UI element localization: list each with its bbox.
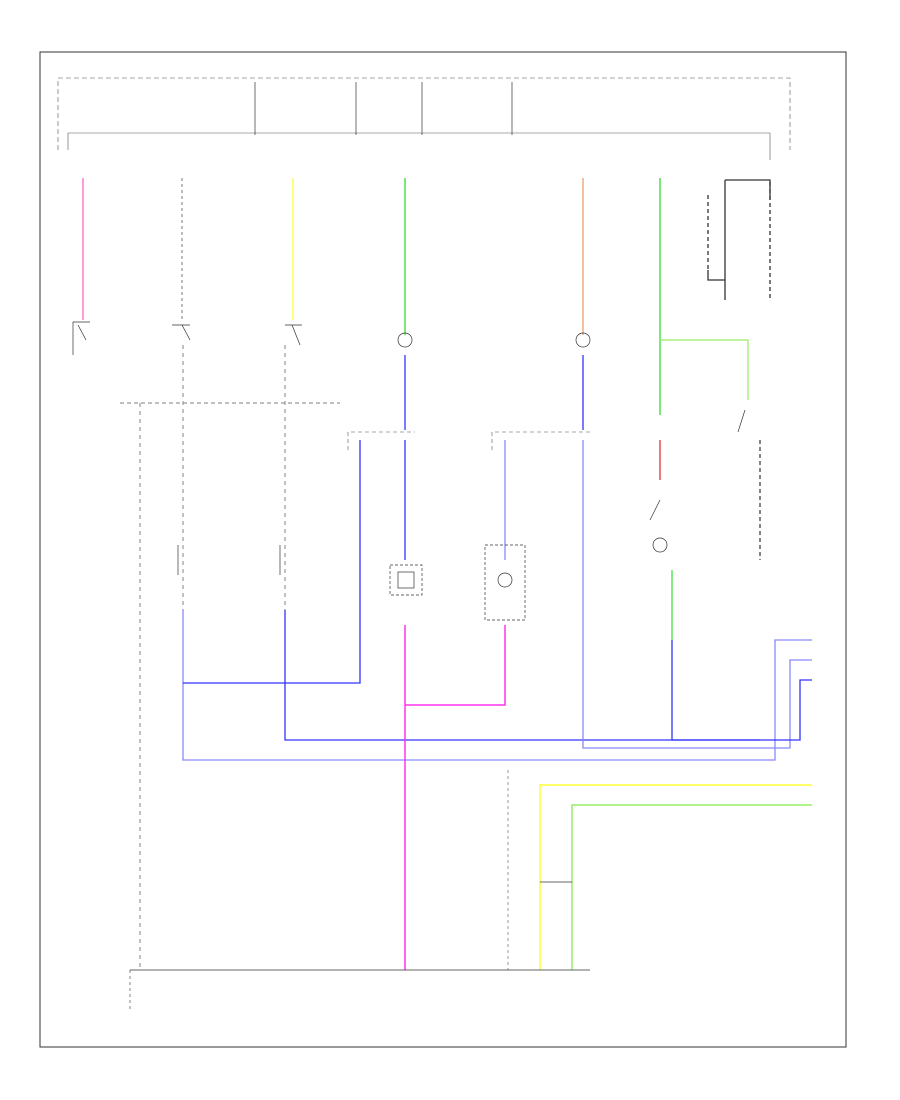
lf-door-switch-symbol xyxy=(72,321,90,355)
lower-wires xyxy=(507,770,812,970)
lf-courtesy-lamp-symbol xyxy=(575,332,591,348)
wire-black-jump xyxy=(725,179,771,200)
blue-wires xyxy=(182,355,812,761)
junction-boxes xyxy=(347,431,590,450)
door-switch-row xyxy=(72,321,591,355)
rear-switches xyxy=(177,545,281,575)
diagram-frame xyxy=(39,51,847,1048)
personal-lamps xyxy=(389,544,526,621)
rear-door-switch-symbol xyxy=(285,324,302,346)
rf-door-switch-symbol xyxy=(172,324,191,341)
grey-wires-lower xyxy=(139,345,286,970)
right-green-wires xyxy=(659,339,761,640)
rf-courtesy-lamp-symbol xyxy=(397,332,413,348)
magenta-wires xyxy=(404,625,506,970)
wire-black-link xyxy=(707,270,725,281)
fuse-box-outline xyxy=(57,77,791,160)
vertical-wires xyxy=(82,178,771,415)
right-components xyxy=(649,409,746,553)
ground-bus xyxy=(129,969,590,1010)
fuse-group xyxy=(254,82,513,135)
